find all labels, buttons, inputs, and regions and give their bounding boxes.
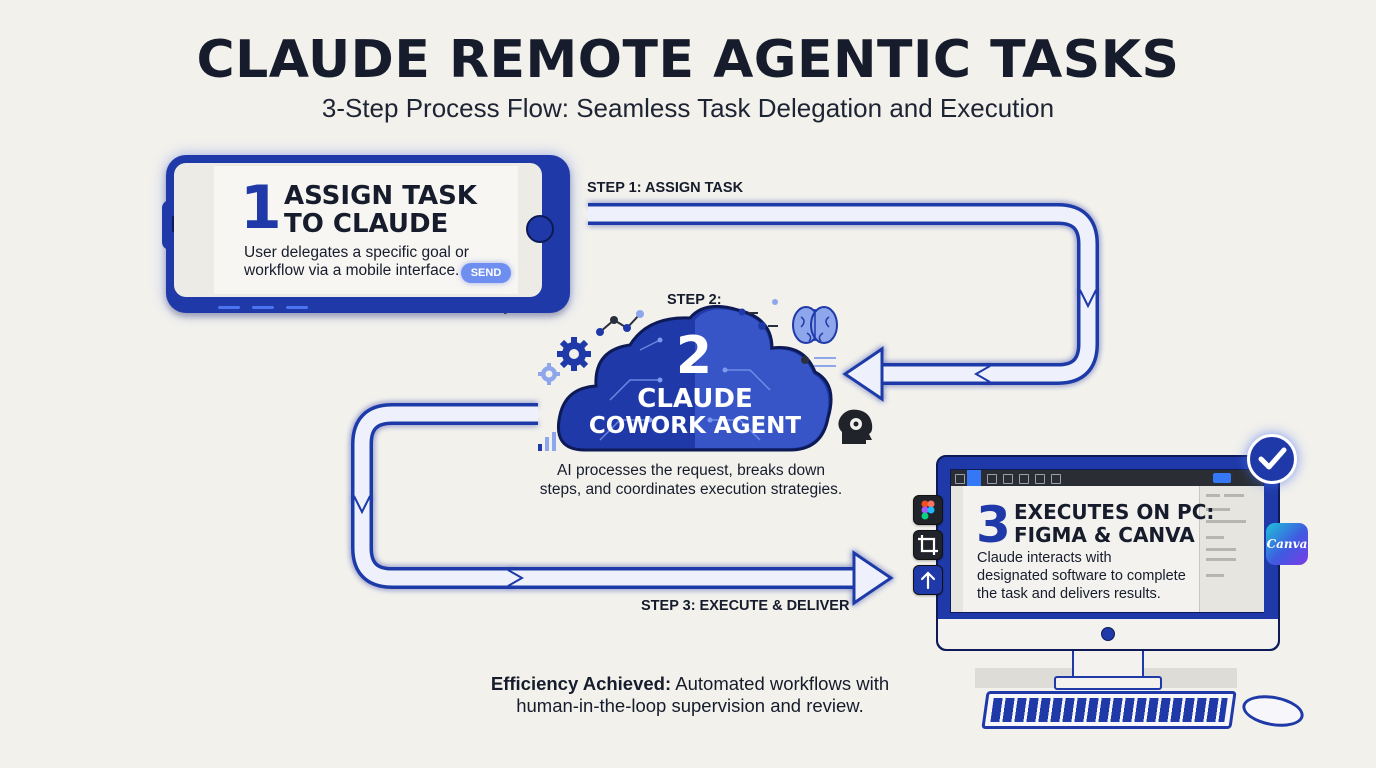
efficiency-line2: human-in-the-loop supervision and review… [516, 695, 864, 716]
monitor-device [936, 455, 1280, 651]
keyboard-keys [990, 698, 1228, 722]
step2-title-line2: COWORK AGENT [588, 413, 802, 439]
monitor-stand-base [1054, 676, 1162, 690]
keyboard [981, 691, 1237, 729]
page-subtitle: 3-Step Process Flow: Seamless Task Deleg… [321, 93, 1055, 123]
cloud-shape [557, 304, 833, 452]
design-app-toolbar [951, 470, 1263, 486]
efficiency-summary: Efficiency Achieved: Automated workflows… [470, 673, 910, 717]
toolbar-share-button [1213, 473, 1231, 483]
panel-line [1206, 508, 1230, 511]
toolbar-tool [1051, 474, 1061, 484]
monitor-stand [1072, 647, 1144, 679]
step2-label: STEP 2: [667, 292, 722, 308]
upload-tile[interactable] [913, 565, 943, 595]
step2-desc-line1: AI processes the request, breaks down [557, 462, 825, 479]
bar-chart-icon [538, 432, 556, 451]
panel-line [1206, 574, 1224, 577]
step1-number: 1 [240, 173, 282, 243]
step3-description: Claude interacts with designated softwar… [977, 549, 1186, 603]
step3-arrow-label: STEP 3: EXECUTE & DELIVER [641, 598, 850, 614]
step3-number: 3 [976, 496, 1011, 554]
panel-line [1206, 558, 1236, 561]
design-app-left-toolbar [951, 486, 963, 612]
crop-tool-tile[interactable] [913, 530, 943, 560]
upload-icon [920, 571, 936, 590]
checkmark-icon [1258, 447, 1287, 470]
toolbar-tool [955, 474, 965, 484]
toolbar-tool [987, 474, 997, 484]
network-icon [596, 310, 644, 336]
step3-title-line1: EXECUTES ON PC: [1014, 500, 1215, 524]
phone-bar [286, 306, 308, 309]
completed-badge [1247, 434, 1297, 484]
panel-line [1206, 520, 1246, 523]
step1-title: ASSIGN TASK TO CLAUDE [284, 182, 477, 238]
canva-app-tile[interactable]: Canva [1266, 523, 1308, 565]
brain-icon [792, 306, 838, 344]
phone-bar [252, 306, 274, 309]
gear-icon [538, 363, 560, 385]
efficiency-line1: Efficiency Achieved: Automated workflows… [470, 673, 910, 695]
step1-title-line2: TO CLAUDE [284, 209, 449, 239]
toolbar-tool [1003, 474, 1013, 484]
toolbar-tool [1035, 474, 1045, 484]
head-gear-icon [838, 409, 873, 444]
efficiency-bold-label: Efficiency Achieved: [490, 673, 672, 694]
step1-title-line1: ASSIGN TASK [284, 181, 477, 211]
power-button [1101, 627, 1115, 641]
crop-icon [918, 535, 938, 555]
figma-icon [921, 500, 935, 520]
design-app-properties-panel [1199, 486, 1264, 612]
step2-desc-line2: steps, and coordinates execution strateg… [539, 481, 843, 498]
panel-line [1206, 548, 1236, 551]
step1-arrow-label: STEP 1: ASSIGN TASK [587, 180, 744, 196]
step3-title: EXECUTES ON PC: FIGMA & CANVA [1014, 501, 1214, 547]
step3-desc-line2: designated software to complete [977, 568, 1186, 584]
step2-description: AI processes the request, breaks down st… [528, 461, 854, 499]
phone-home-button [526, 215, 554, 243]
step1-description: User delegates a specific goal or workfl… [244, 244, 469, 280]
step1-desc-line2: workflow via a mobile interface. [244, 262, 460, 279]
step2-number: 2 [675, 326, 713, 386]
panel-line [1206, 536, 1224, 539]
arrow-step3 [351, 403, 894, 606]
step3-desc-line3: the task and delivers results. [977, 586, 1161, 602]
toolbar-tool [1019, 474, 1029, 484]
phone-bar [218, 306, 240, 309]
arrow-step1 [588, 203, 1099, 402]
send-button[interactable]: SEND [461, 263, 511, 283]
toolbar-active-tool [967, 470, 981, 486]
panel-line [1224, 494, 1244, 497]
step3-title-line2: FIGMA & CANVA [1014, 523, 1195, 547]
figma-app-tile[interactable] [913, 495, 943, 525]
panel-line [1206, 494, 1220, 497]
step3-desc-line1: Claude interacts with [977, 550, 1112, 566]
node-dots-icon [738, 299, 836, 367]
step2-title-line1: CLAUDE [637, 384, 753, 414]
efficiency-line1-rest: Automated workflows with [671, 673, 890, 694]
gear-icon [557, 337, 591, 371]
page-title: CLAUDE REMOTE AGENTIC TASKS [196, 30, 1180, 90]
monitor-screen [950, 469, 1264, 613]
step1-desc-line1: User delegates a specific goal or [244, 244, 469, 261]
